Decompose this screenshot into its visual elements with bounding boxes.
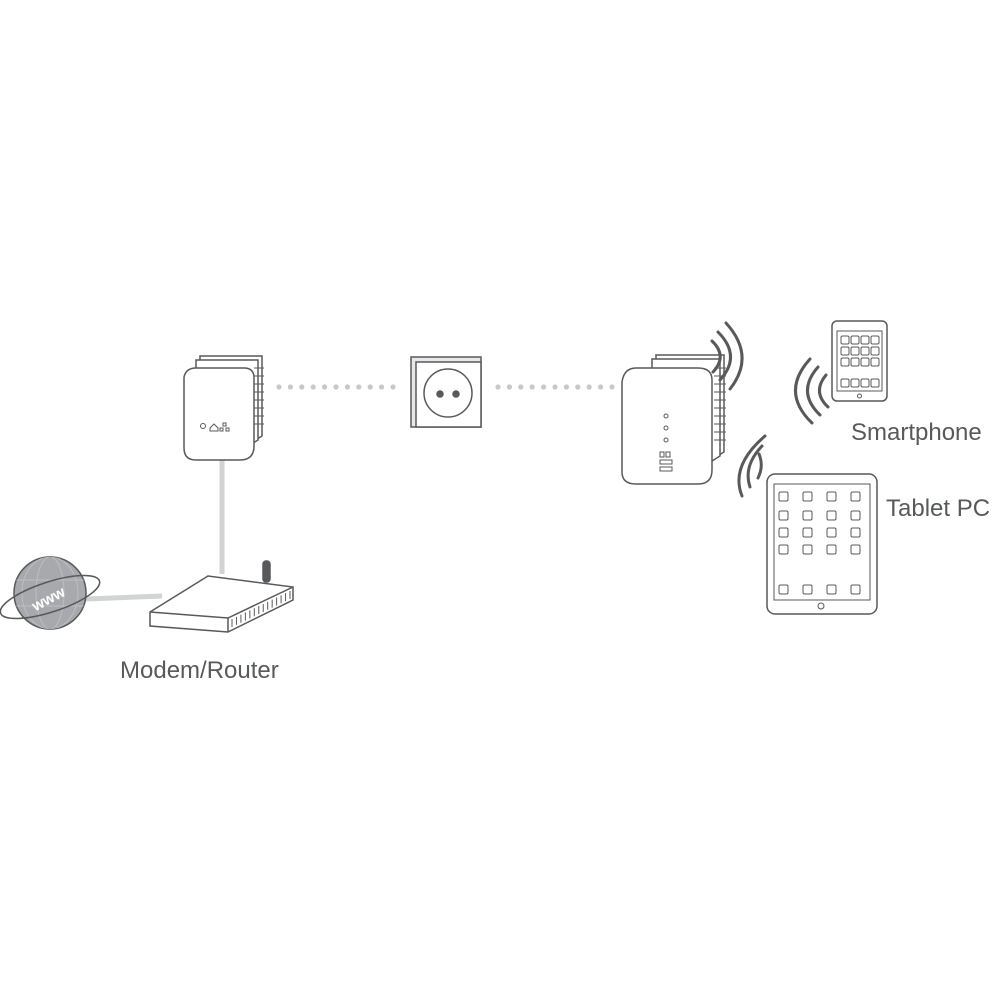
- app-icon: [860, 335, 870, 345]
- app-icon: [826, 510, 837, 521]
- app-icon: [850, 584, 861, 595]
- wall-socket-icon: [410, 356, 482, 428]
- powerline-dot: [344, 384, 350, 390]
- powerline-dot: [310, 384, 316, 390]
- app-icon: [840, 335, 850, 345]
- app-icon: [850, 544, 861, 555]
- powerline-dot: [598, 384, 604, 390]
- powerline-dot: [333, 384, 339, 390]
- app-icon: [860, 346, 870, 356]
- app-icon: [802, 527, 813, 538]
- app-icon: [870, 357, 880, 367]
- globe-icon: www: [0, 556, 101, 630]
- smartphone-label: Smartphone: [851, 419, 982, 446]
- app-icon: [850, 357, 860, 367]
- powerline-dot: [518, 384, 524, 390]
- powerline-dot: [322, 384, 328, 390]
- app-icon: [840, 346, 850, 356]
- app-icon: [850, 510, 861, 521]
- app-icon: [778, 510, 789, 521]
- powerline-dot: [356, 384, 362, 390]
- app-icon: [778, 527, 789, 538]
- app-icon: [840, 378, 850, 388]
- app-icon: [860, 357, 870, 367]
- app-icon: [870, 346, 880, 356]
- wifi-waves-icon: [710, 321, 744, 391]
- wifi-waves-icon: [794, 357, 830, 425]
- app-icon: [802, 584, 813, 595]
- powerline-dot: [379, 384, 385, 390]
- powerline-dot: [575, 384, 581, 390]
- app-icon: [778, 491, 789, 502]
- powerline-dot: [367, 384, 373, 390]
- powerline-dot: [276, 384, 282, 390]
- router-icon: [149, 560, 294, 633]
- wifi-adapter-icon: [621, 354, 726, 485]
- cable-globe-to-router: [85, 593, 163, 602]
- modem-router-label: Modem/Router: [120, 657, 279, 684]
- app-icon: [826, 544, 837, 555]
- app-icon: [850, 378, 860, 388]
- powerline-dot: [390, 384, 396, 390]
- app-icon: [826, 491, 837, 502]
- powerline-dot: [609, 384, 615, 390]
- tablet-label: Tablet PC: [886, 495, 990, 522]
- app-icon: [850, 335, 860, 345]
- tablet-icon: [766, 473, 878, 615]
- app-icon: [850, 527, 861, 538]
- powerline-dot: [552, 384, 558, 390]
- powerline-dot: [541, 384, 547, 390]
- app-icon: [826, 527, 837, 538]
- powerline-dots-left: [276, 384, 396, 390]
- app-icon: [802, 510, 813, 521]
- app-icon: [860, 378, 870, 388]
- app-icon: [778, 544, 789, 555]
- app-icon: [802, 544, 813, 555]
- app-icon: [870, 378, 880, 388]
- app-icon: [870, 335, 880, 345]
- powerline-dot: [287, 384, 293, 390]
- app-icon: [826, 584, 837, 595]
- powerline-dot: [563, 384, 570, 390]
- powerline-dots-right: [495, 384, 615, 390]
- app-icon: [850, 491, 861, 502]
- powerline-dot: [495, 384, 501, 390]
- powerline-dot: [299, 384, 305, 390]
- wifi-waves-icon: [737, 434, 767, 498]
- powerline-adapter-icon: [183, 355, 264, 461]
- powerline-dot: [506, 384, 512, 390]
- app-icon: [850, 346, 860, 356]
- app-icon: [778, 584, 789, 595]
- app-icon: [840, 357, 850, 367]
- app-icon: [802, 491, 813, 502]
- powerline-dot: [586, 384, 592, 390]
- powerline-dot: [529, 384, 535, 390]
- smartphone-icon: [831, 320, 888, 402]
